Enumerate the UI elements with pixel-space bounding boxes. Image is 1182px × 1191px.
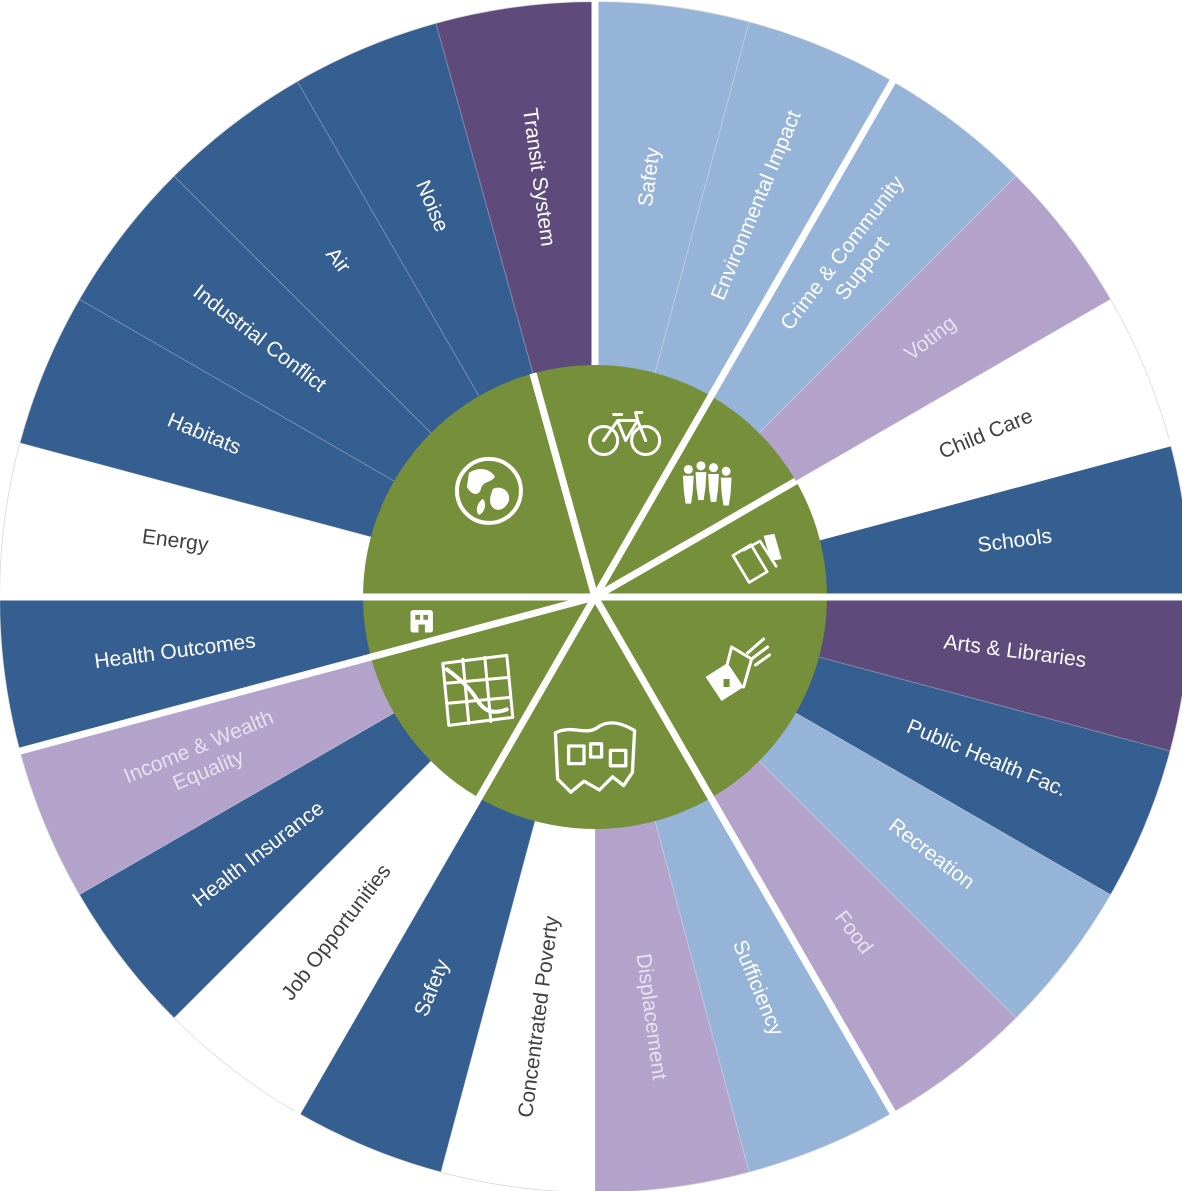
street-map-icon — [441, 653, 515, 727]
people-group-icon — [682, 461, 732, 506]
civic-buildings-icon — [705, 637, 772, 701]
globe-icon — [454, 456, 523, 525]
housing-icon — [553, 721, 637, 794]
bicycle-icon — [588, 411, 662, 457]
books-icon — [731, 533, 782, 584]
small-building-icon — [410, 610, 433, 633]
center-hub — [363, 365, 827, 829]
